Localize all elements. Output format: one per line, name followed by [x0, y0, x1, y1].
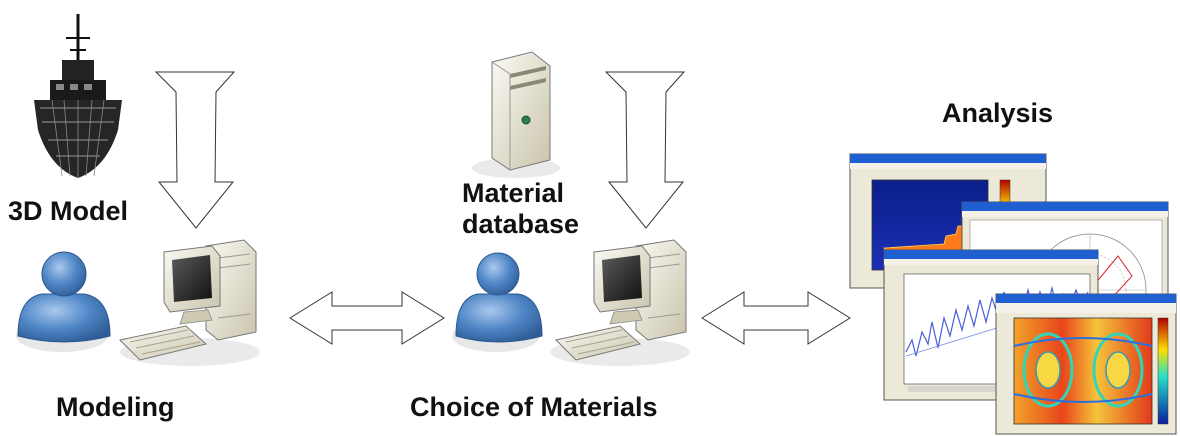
computer-icon-middle: [550, 239, 690, 366]
label-analysis: Analysis: [942, 98, 1054, 128]
label-choice-of-materials: Choice of Materials: [410, 392, 658, 422]
analysis-window-icon-heatmap: [995, 293, 1177, 435]
analysis-windows: [849, 153, 1177, 435]
server-icon: [472, 51, 560, 178]
person-icon-middle: [452, 252, 543, 352]
label-material-line1: Material: [462, 178, 565, 208]
label-3d-model: 3D Model: [8, 196, 129, 226]
down-arrow-icon-left: [154, 71, 236, 229]
label-modeling: Modeling: [56, 392, 175, 422]
down-arrow-icon-right: [604, 71, 686, 229]
double-arrow-icon-left: [289, 291, 445, 345]
label-material-database: Material database: [462, 178, 579, 240]
ship-icon: [34, 14, 122, 178]
double-arrow-icon-right: [701, 291, 851, 345]
computer-icon-left: [118, 239, 260, 366]
label-material-line2: database: [462, 209, 580, 240]
person-icon-left: [16, 251, 111, 352]
